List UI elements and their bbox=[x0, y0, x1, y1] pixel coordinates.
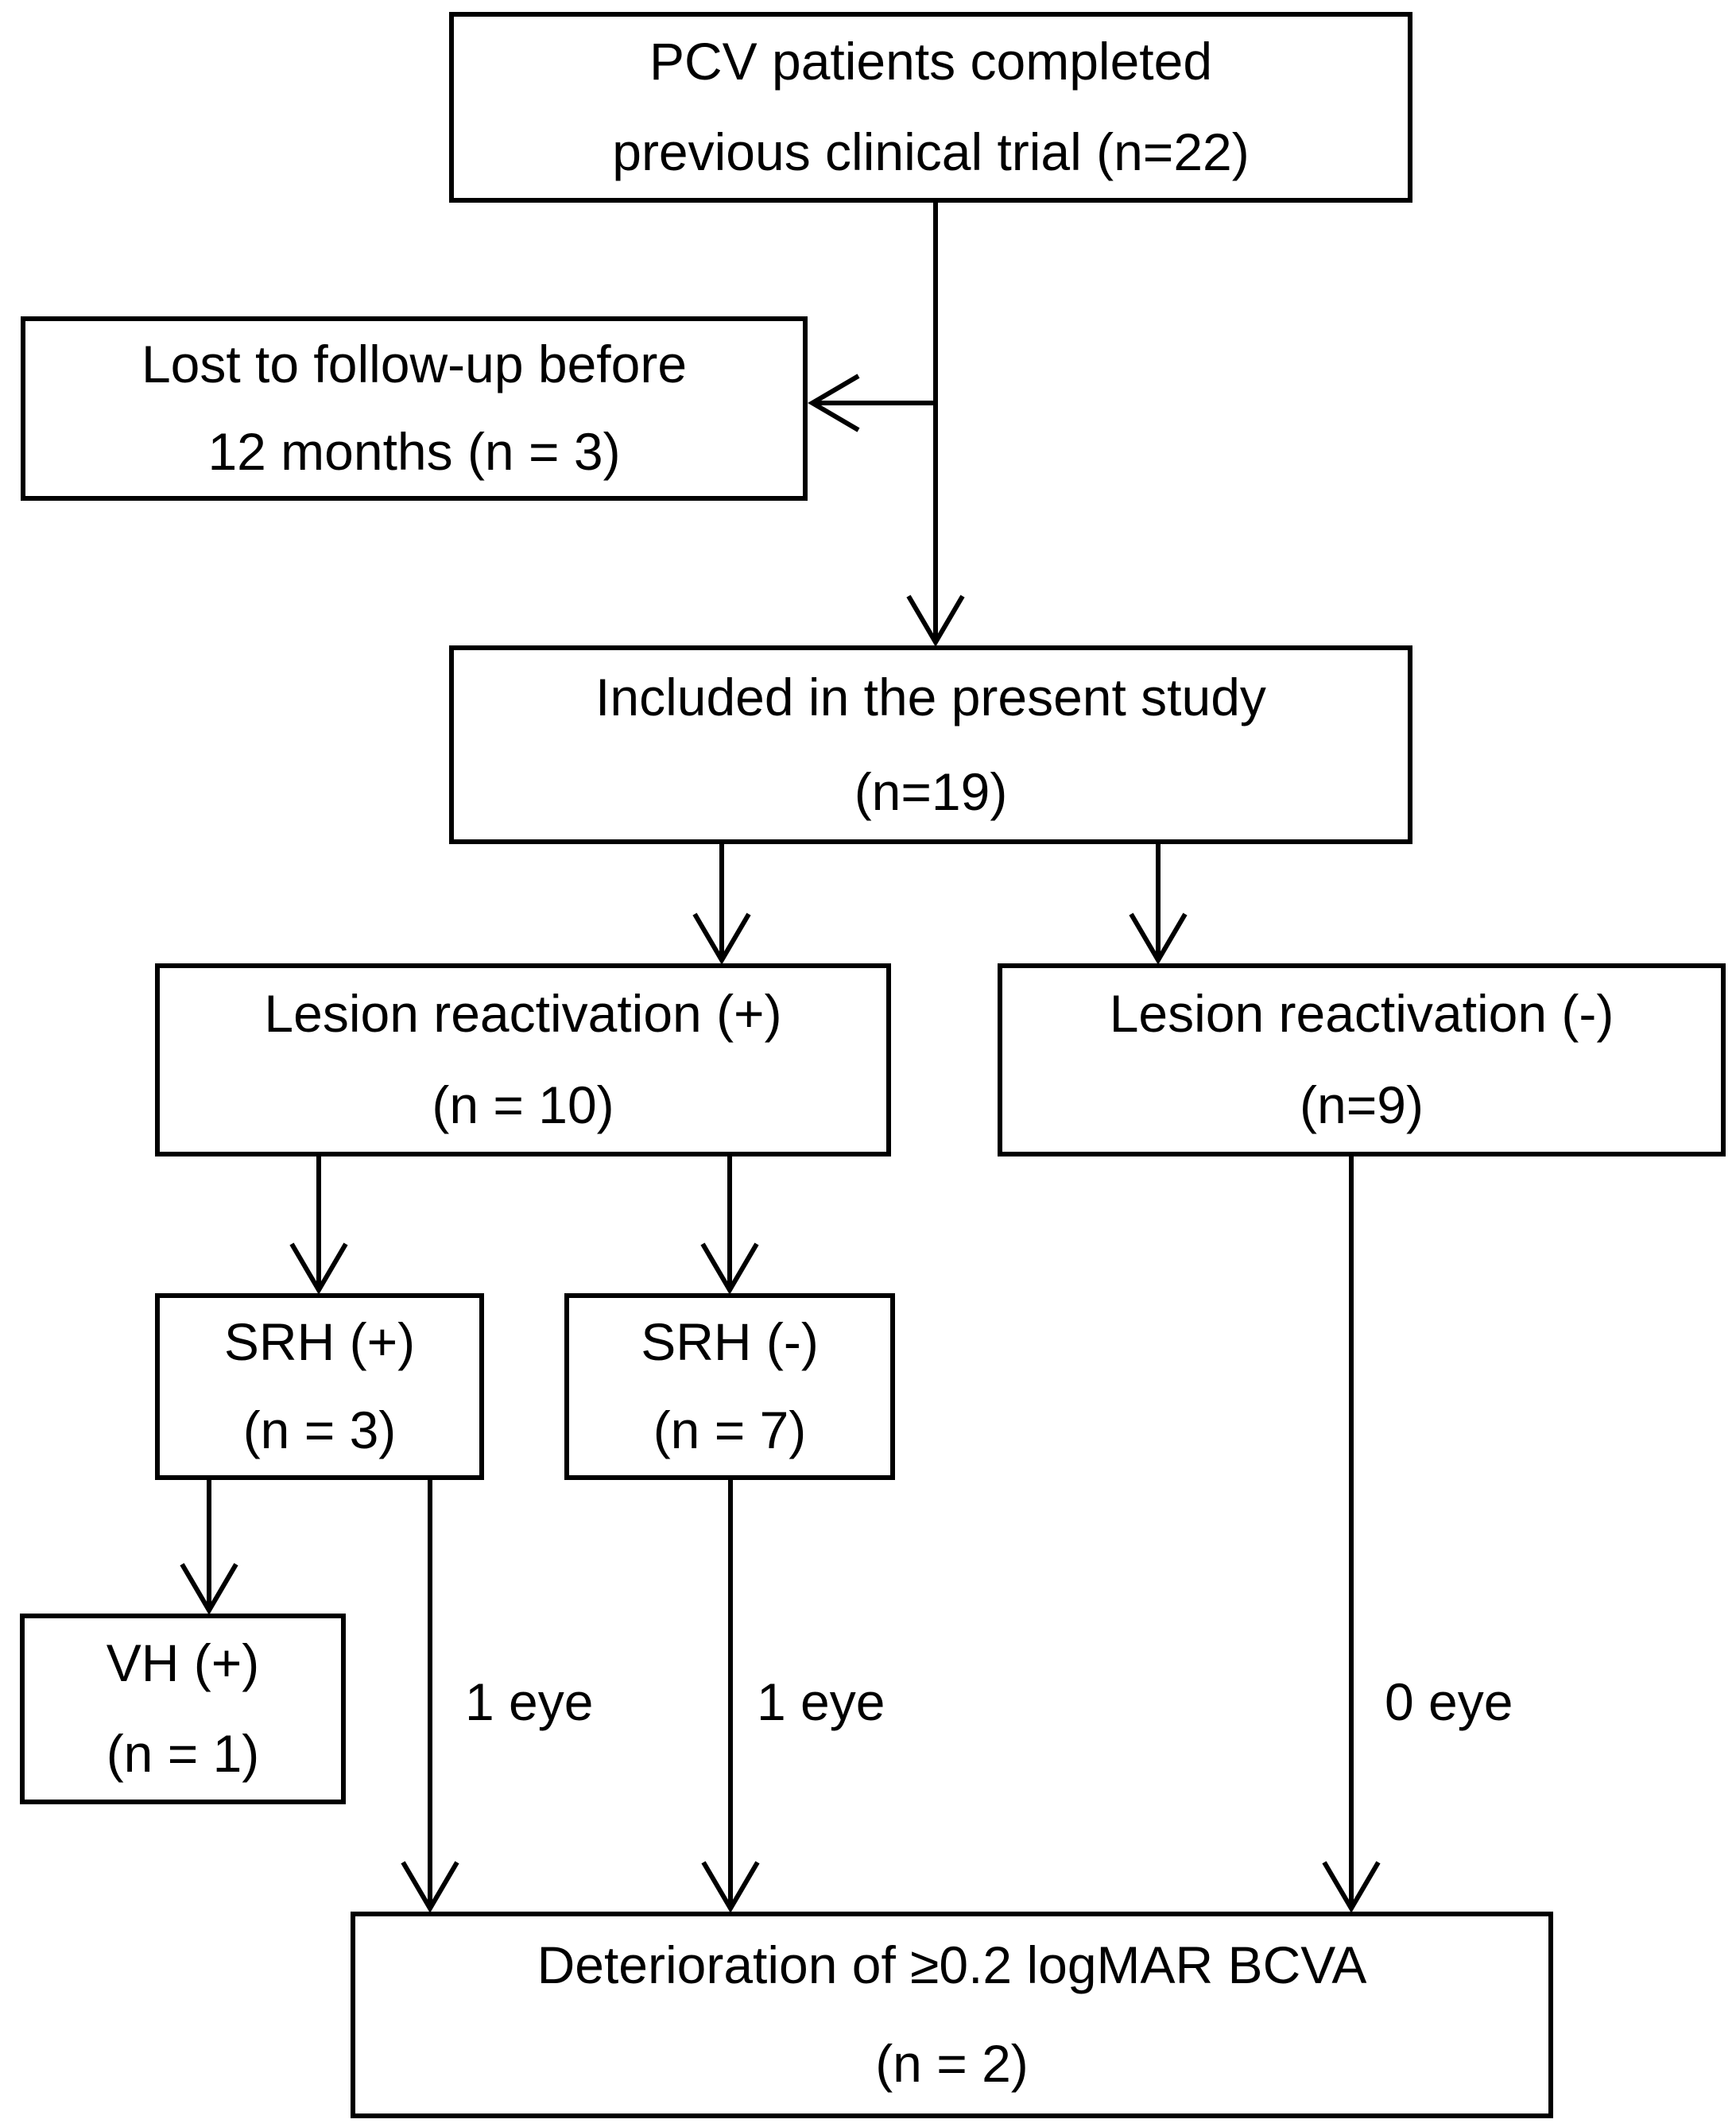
edge-label-srh-neg-eyes: 1 eye bbox=[757, 1672, 885, 1731]
arrowhead-down-icon bbox=[701, 1861, 760, 1913]
box-text-line: Lesion reactivation (-) bbox=[1109, 983, 1614, 1043]
box-text-line: (n = 10) bbox=[432, 1075, 614, 1135]
box-text-line: Deterioration of ≥0.2 logMAR BCVA bbox=[537, 1935, 1367, 1995]
arrowhead-down-icon bbox=[289, 1242, 348, 1295]
box-text-line: (n = 3) bbox=[242, 1401, 397, 1460]
box-text-line: (n=9) bbox=[1300, 1075, 1424, 1135]
arrowhead-down-icon bbox=[700, 1242, 759, 1295]
box-bcva-deterioration-outcome: Deterioration of ≥0.2 logMAR BCVA (n = 2… bbox=[351, 1912, 1553, 2118]
box-text-line: SRH (-) bbox=[641, 1311, 819, 1371]
arrow-top-to-included bbox=[906, 203, 965, 647]
arrow-included-to-lesion-pos bbox=[692, 844, 751, 965]
arrow-lesion-pos-to-srh-pos bbox=[289, 1156, 348, 1295]
arrowhead-down-icon bbox=[692, 912, 751, 965]
edge-label-lesion-neg-eyes: 0 eye bbox=[1385, 1672, 1513, 1731]
arrow-srh-neg-to-outcome bbox=[701, 1480, 760, 1913]
box-text-line: Lost to follow-up before bbox=[141, 335, 688, 394]
edge-label-srh-pos-eyes: 1 eye bbox=[465, 1672, 594, 1731]
box-srh-positive: SRH (+) (n = 3) bbox=[155, 1293, 484, 1480]
box-lesion-reactivation-positive: Lesion reactivation (+) (n = 10) bbox=[155, 963, 891, 1156]
box-lesion-reactivation-negative: Lesion reactivation (-) (n=9) bbox=[998, 963, 1726, 1156]
arrow-lesion-pos-to-srh-neg bbox=[700, 1156, 759, 1295]
box-text-line: PCV patients completed bbox=[649, 32, 1213, 91]
box-vh-positive: VH (+) (n = 1) bbox=[20, 1614, 346, 1804]
box-text-line: (n = 2) bbox=[875, 2034, 1029, 2094]
box-text-line: previous clinical trial (n=22) bbox=[612, 122, 1250, 182]
box-text-line: 12 months (n = 3) bbox=[207, 422, 621, 482]
arrowhead-down-icon bbox=[401, 1861, 459, 1913]
arrowhead-left-icon bbox=[808, 374, 860, 432]
arrowhead-down-icon bbox=[1322, 1861, 1381, 1913]
arrowhead-down-icon bbox=[906, 595, 965, 647]
box-included-in-study: Included in the present study (n=19) bbox=[449, 645, 1412, 844]
box-srh-negative: SRH (-) (n = 7) bbox=[564, 1293, 895, 1480]
box-text-line: (n=19) bbox=[854, 761, 1008, 821]
box-text-line: VH (+) bbox=[106, 1633, 260, 1693]
box-text-line: SRH (+) bbox=[223, 1311, 416, 1371]
arrow-srh-pos-to-vh bbox=[180, 1480, 238, 1615]
arrow-srh-pos-to-outcome bbox=[401, 1480, 459, 1913]
arrowhead-down-icon bbox=[180, 1563, 238, 1615]
box-text-line: Included in the present study bbox=[595, 667, 1266, 726]
box-text-line: (n = 7) bbox=[653, 1401, 807, 1460]
arrow-to-lost-to-followup bbox=[808, 374, 936, 432]
arrow-included-to-lesion-neg bbox=[1129, 844, 1188, 965]
box-text-line: (n = 1) bbox=[106, 1724, 260, 1784]
arrow-lesion-neg-to-outcome bbox=[1322, 1156, 1381, 1913]
arrowhead-down-icon bbox=[1129, 912, 1188, 965]
box-lost-to-followup: Lost to follow-up before 12 months (n = … bbox=[21, 316, 808, 501]
box-text-line: Lesion reactivation (+) bbox=[264, 983, 782, 1043]
box-pcv-completed-trial: PCV patients completed previous clinical… bbox=[449, 12, 1412, 203]
